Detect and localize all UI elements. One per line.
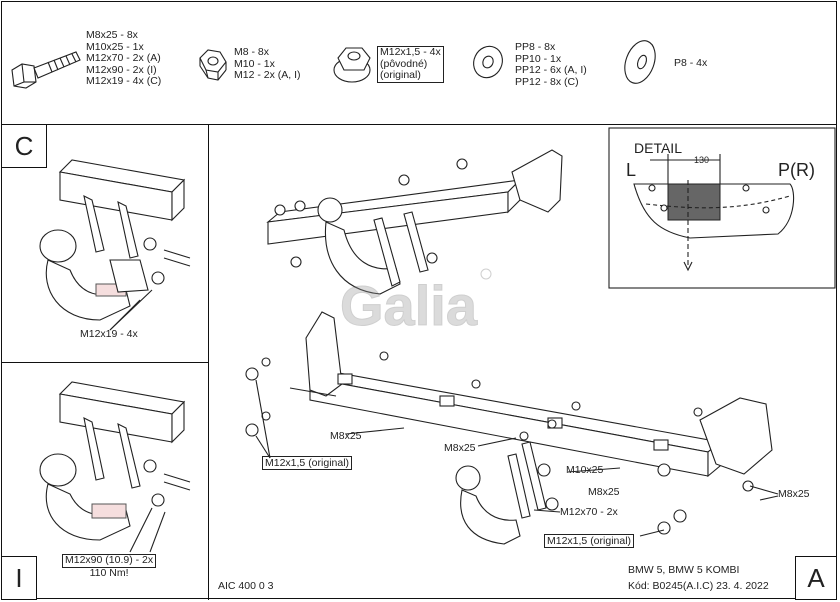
panel-i-label: I <box>1 556 37 600</box>
detail-right-label: P(R) <box>778 160 815 180</box>
detail-title: DETAIL <box>634 140 682 156</box>
callout-m8-b: M8x25 <box>444 442 476 454</box>
nut-spec: M10 - 1x <box>234 57 275 70</box>
nut-icon <box>199 49 227 81</box>
nut-spec: M8 - 8x <box>234 46 270 58</box>
original-nut-note: (original) <box>380 69 421 81</box>
towbar-assembly-top <box>266 149 563 295</box>
nut-list: M8 - 8x M10 - 1x M12 - 2x (A, I) <box>234 46 301 82</box>
bolt-spec: M8x25 - 8x <box>86 29 138 41</box>
vehicle-model: BMW 5, BMW 5 KOMBI <box>628 564 740 576</box>
svg-text:Galia: Galia <box>340 274 478 337</box>
product-code-date: Kód: B0245(A.I.C) 23. 4. 2022 <box>628 580 769 592</box>
detail-illustration <box>633 154 795 272</box>
bolt-icon <box>11 51 81 89</box>
callout-original-nut-left: M12x1,5 (original) <box>262 456 353 470</box>
torque-bolt-spec: M12x90 (10.9) - 2x <box>62 554 157 568</box>
detail-dimension: 130 <box>694 155 710 165</box>
callout-m8-a: M8x25 <box>330 430 362 442</box>
detail-box <box>608 127 836 289</box>
panel-divider-ci <box>1 362 209 363</box>
header-divider <box>1 124 837 125</box>
torque-value: 110 Nm! <box>89 566 129 579</box>
panel-c-callout: M12x19 - 4x <box>80 328 138 340</box>
callout-m10: M10x25 <box>566 464 604 476</box>
washer-list: PP8 - 8x PP10 - 1x PP12 - 6x (A, I) PP12… <box>515 41 587 88</box>
callout-m8-c: M8x25 <box>588 486 620 498</box>
panel-a-label: A <box>795 556 837 600</box>
bolt-spec: M12x70 - 2x (A) <box>86 52 161 64</box>
original-nut-note: (pôvodné) <box>380 57 428 70</box>
washer-icon <box>473 45 503 79</box>
big-washer-spec: P8 - 4x <box>674 57 708 69</box>
bolt-spec: M12x19 - 4x (C) <box>86 75 162 87</box>
bolt-spec: M10x25 - 1x <box>86 40 144 53</box>
washer-spec: PP10 - 1x <box>515 52 562 65</box>
panel-i-callout: M12x90 (10.9) - 2x 110 Nm! <box>62 554 157 579</box>
towbar-assembly-exploded <box>245 311 779 545</box>
original-nut-spec: M12x1,5 - 4x <box>380 46 441 58</box>
big-washer-list: P8 - 4x <box>674 57 708 70</box>
towbar-detail-c <box>39 159 191 331</box>
panel-c-label: C <box>1 124 47 168</box>
galia-watermark: Galia <box>340 268 492 338</box>
original-nut-list: M12x1,5 - 4x (pôvodné) (original) <box>377 46 444 83</box>
bolt-spec: M12x90 - 2x (I) <box>86 63 157 76</box>
callout-original-nut-bottom: M12x1,5 (original) <box>544 534 635 548</box>
washer-spec: PP8 - 8x <box>515 41 556 53</box>
large-washer-icon <box>624 40 656 84</box>
nut-spec: M12 - 2x (A, I) <box>234 69 301 81</box>
drawing-code: AIC 400 0 3 <box>218 580 274 592</box>
towbar-detail-i <box>39 381 191 553</box>
washer-spec: PP12 - 6x (A, I) <box>515 64 587 76</box>
flange-nut-icon <box>333 47 371 83</box>
detail-left-label: L <box>626 160 637 180</box>
bolt-list: M8x25 - 8x M10x25 - 1x M12x70 - 2x (A) M… <box>86 29 162 88</box>
callout-m12x70: M12x70 - 2x <box>560 506 618 518</box>
callout-m8-right: M8x25 <box>778 488 810 500</box>
washer-spec: PP12 - 8x (C) <box>515 75 579 88</box>
